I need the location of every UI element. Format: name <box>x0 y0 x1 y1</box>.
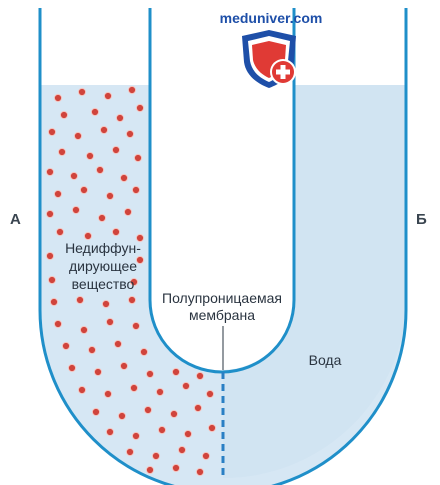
solute-particle <box>155 387 165 397</box>
solute-particle <box>119 173 129 183</box>
tube-outer-wall <box>38 8 408 485</box>
water-region <box>223 85 406 479</box>
solute-particle <box>99 125 109 135</box>
solute-particle <box>111 227 121 237</box>
solute-particle <box>67 363 77 373</box>
solute-particle <box>157 425 167 435</box>
particle-group <box>45 85 217 477</box>
solute-particle <box>133 153 143 163</box>
solute-particle <box>73 131 83 141</box>
solute-particle <box>205 389 215 399</box>
solute-particle <box>57 147 67 157</box>
solute-particle <box>105 427 115 437</box>
membrane-label-line1: Полупроницаемая <box>162 290 282 306</box>
solute-particle <box>139 347 149 357</box>
solute-particle <box>101 299 111 309</box>
solute-particle <box>127 295 137 305</box>
solute-particle <box>131 185 141 195</box>
solute-particle <box>125 447 135 457</box>
solute-particle <box>103 389 113 399</box>
solute-particle <box>131 321 141 331</box>
watermark-text: meduniver.com <box>219 10 323 26</box>
water-label: Вода <box>308 352 342 368</box>
solute-particle <box>113 339 123 349</box>
solute-particle <box>145 369 155 379</box>
solute-particle <box>193 403 203 413</box>
solute-particle <box>181 381 191 391</box>
solute-particle <box>103 91 113 101</box>
solute-particle <box>53 93 63 103</box>
solute-particle <box>95 165 105 175</box>
solute-particle <box>53 189 63 199</box>
solute-particle <box>195 371 205 381</box>
solute-particle <box>117 411 127 421</box>
solute-particle <box>45 251 55 261</box>
solute-particle <box>169 409 179 419</box>
solute-particle <box>183 429 193 439</box>
solute-particle <box>143 405 153 415</box>
solute-particle <box>135 103 145 113</box>
solute-particle <box>61 341 71 351</box>
solute-particle <box>135 233 145 243</box>
solute-particle <box>79 325 89 335</box>
solute-particle <box>127 85 137 95</box>
solute-particle <box>79 185 89 195</box>
solute-particle <box>151 451 161 461</box>
solute-particle <box>83 231 93 241</box>
solute-particle <box>59 110 69 120</box>
solute-particle <box>145 465 155 475</box>
solute-particle <box>45 209 55 219</box>
shield-logo-icon <box>242 30 296 88</box>
solute-particle <box>115 113 125 123</box>
solute-particle <box>97 213 107 223</box>
solute-particle <box>87 345 97 355</box>
solute-particle <box>75 295 85 305</box>
solute-particle <box>105 191 115 201</box>
solute-particle <box>47 275 57 285</box>
side-a-label: А <box>10 211 21 228</box>
membrane-label-line2: мембрана <box>189 307 255 323</box>
solute-particle <box>119 361 129 371</box>
solute-particle <box>135 255 145 265</box>
solute-particle <box>45 167 55 177</box>
solute-particle <box>129 383 139 393</box>
solute-particle <box>53 319 63 329</box>
solute-particle <box>177 445 187 455</box>
substance-label-line1: Недиффун- <box>65 240 141 256</box>
solute-particle <box>195 467 205 477</box>
solute-particle <box>77 87 87 97</box>
solute-particle <box>105 317 115 327</box>
solute-particle <box>207 423 217 433</box>
solute-particle <box>171 367 181 377</box>
solute-particle <box>171 463 181 473</box>
solute-particle <box>93 367 103 377</box>
solute-particle <box>71 205 81 215</box>
solute-particle <box>129 277 139 287</box>
side-b-label: Б <box>416 211 427 228</box>
solute-particle <box>85 151 95 161</box>
solute-particle <box>131 431 141 441</box>
solute-particle <box>201 451 211 461</box>
solute-particle <box>47 127 57 137</box>
substance-label-line3: вещество <box>71 276 135 292</box>
substance-label-line2: дирующее <box>68 258 138 274</box>
solute-particle <box>55 227 65 237</box>
solute-particle <box>111 145 121 155</box>
solute-particle <box>123 207 133 217</box>
solute-particle <box>125 129 135 139</box>
solute-particle <box>91 407 101 417</box>
solute-particle <box>69 171 79 181</box>
solute-particle <box>49 297 59 307</box>
solute-particle <box>90 107 100 117</box>
solute-particle <box>77 385 87 395</box>
